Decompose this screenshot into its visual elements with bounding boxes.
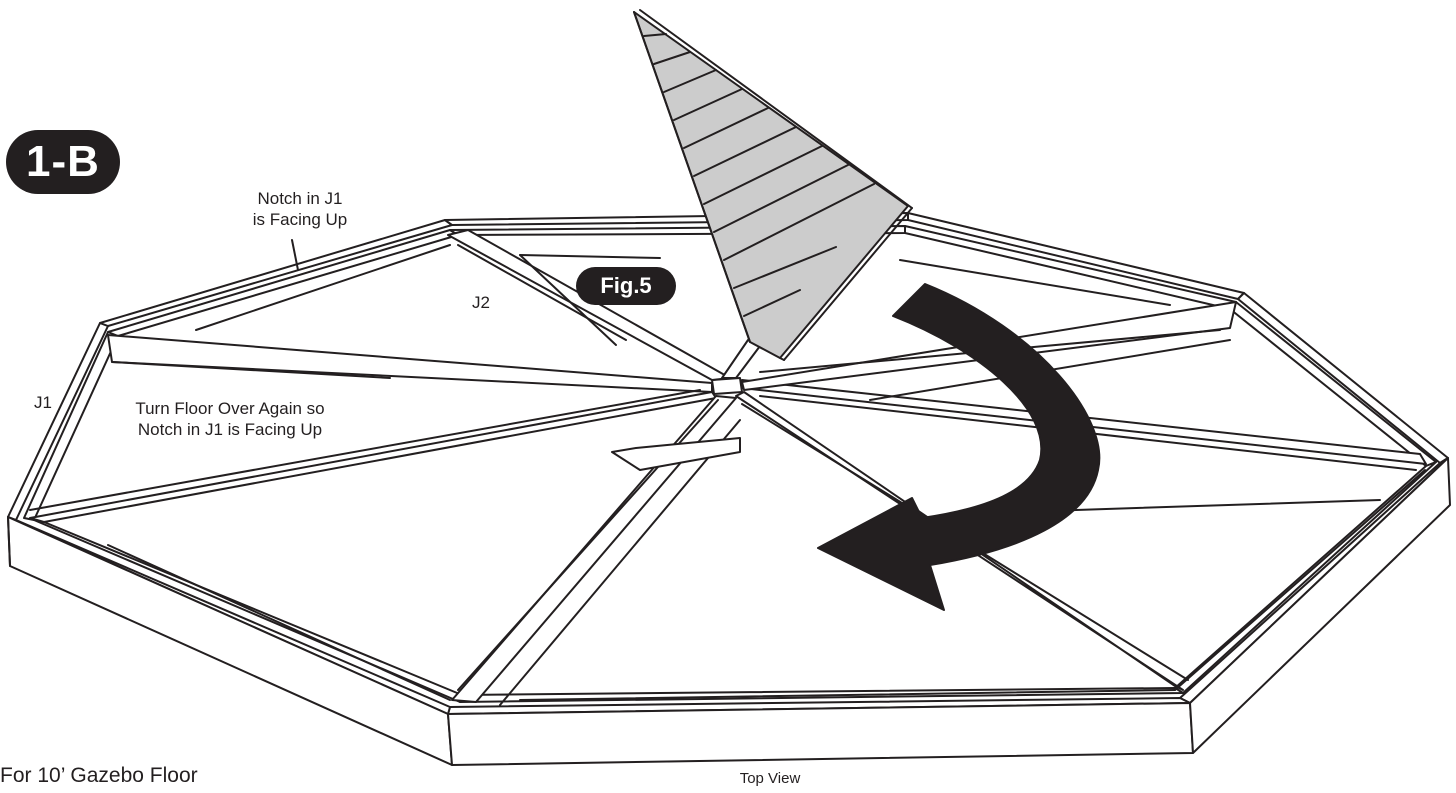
turn-floor-instruction: Turn Floor Over Again so Notch in J1 is … [100,398,360,440]
lower-board [611,437,741,471]
view-caption: Top View [739,770,801,787]
frame-label-j1: J1 [34,393,52,412]
rotation-arrow-icon [817,283,1101,611]
notch-leader-line [291,239,299,271]
frame-side-faces [7,457,1451,766]
notch-label-top-line1: Notch in J1 [257,189,343,208]
turn-floor-line1: Turn Floor Over Again so [135,399,325,418]
figure-badge: Fig.5 [576,267,676,305]
floor-section-lines [107,244,1426,701]
floor-joists-j2 [29,229,1427,703]
deck-board-section [633,9,913,361]
notch-label-top: Notch in J1 is Facing Up [230,188,370,230]
footer-caption: For 10’ Gazebo Floor [0,764,198,787]
notch-label-top-line2: is Facing Up [252,210,348,229]
frame-j1-inner [23,225,1437,703]
joist-label-j2: J2 [472,293,490,312]
turn-floor-line2: Notch in J1 is Facing Up [137,420,323,439]
step-badge: 1-B [6,130,120,194]
